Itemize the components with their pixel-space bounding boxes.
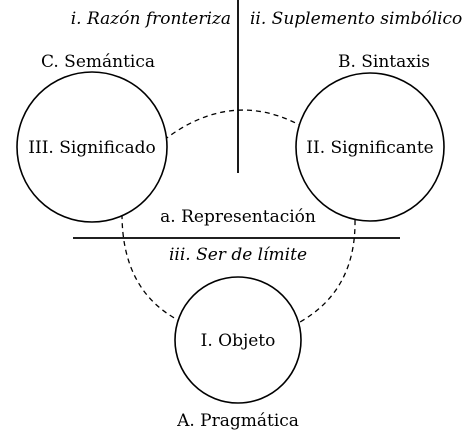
circle-objeto bbox=[174, 276, 302, 404]
circle-significante bbox=[295, 72, 445, 222]
node-significado-label: III. Significado bbox=[28, 138, 155, 158]
relation-top-label: a. Representación bbox=[160, 207, 316, 227]
dashed-arc-right-lower bbox=[299, 219, 356, 323]
circle-significado bbox=[16, 71, 168, 223]
node-significante-label: II. Significante bbox=[306, 138, 433, 158]
dashed-arc-top bbox=[163, 109, 311, 141]
dashed-arc-left-lower bbox=[121, 213, 179, 321]
header-left-label: i. Razón fronteriza bbox=[71, 9, 231, 29]
dimension-syntactic-label: B. Sintaxis bbox=[338, 52, 430, 72]
dimension-pragmatic-label: A. Pragmática bbox=[176, 411, 299, 431]
node-objeto-label: I. Objeto bbox=[201, 331, 276, 351]
dimension-semantic-label: C. Semántica bbox=[41, 52, 155, 72]
header-right-label: ii. Suplemento simbólico bbox=[250, 9, 462, 29]
relation-bottom-label: iii. Ser de límite bbox=[169, 245, 307, 265]
